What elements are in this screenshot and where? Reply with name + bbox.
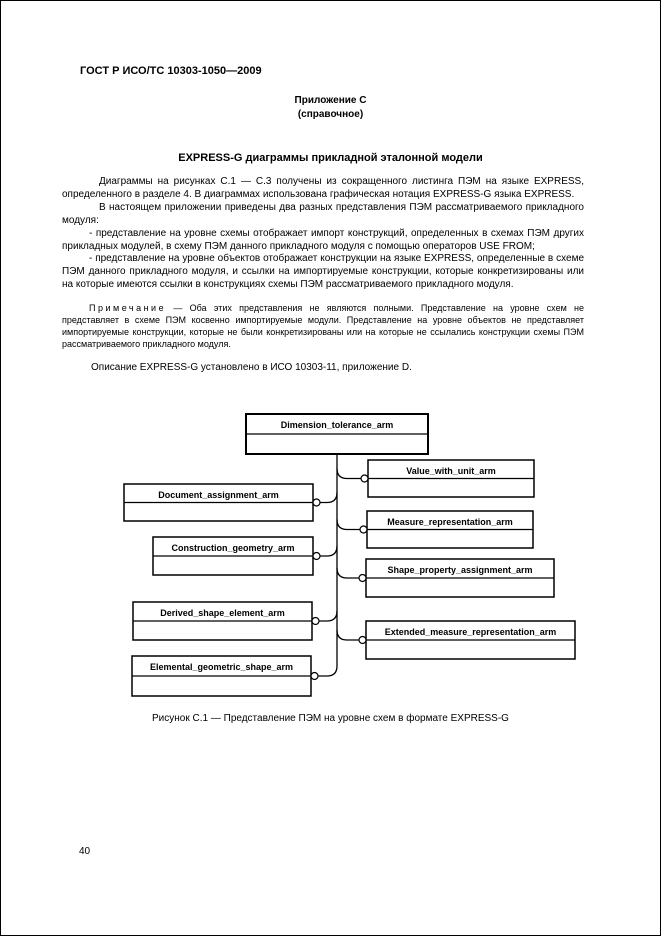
appendix-type-label: (справочное) — [297, 109, 364, 120]
body-text: Диаграммы на рисунках С.1 — С.3 получены… — [62, 176, 584, 375]
diagram-node-label: Document_assignment_arm — [158, 490, 279, 500]
body-paragraph-bullet: - представление на уровне схемы отобража… — [62, 227, 584, 252]
section-title: EXPRESS-G диаграммы прикладной эталонной… — [178, 152, 483, 164]
diagram-node-label: Measure_representation_arm — [387, 517, 513, 527]
body-paragraph-bullet: - представление на уровне объектов отобр… — [62, 253, 584, 291]
body-paragraph: Диаграммы на рисунках С.1 — С.3 получены… — [62, 176, 584, 200]
note-paragraph: Примечание — Оба этих представления не я… — [62, 302, 584, 350]
diagram-node-label: Extended_measure_representation_arm — [385, 627, 557, 637]
diagram-node-label: Dimension_tolerance_arm — [281, 420, 394, 430]
page-number: 40 — [79, 846, 91, 857]
connector-line — [318, 665, 338, 677]
connector-line — [320, 492, 338, 504]
connector-line — [319, 610, 338, 622]
connector-line — [336, 468, 361, 480]
connector-line — [336, 567, 359, 579]
connector-circle — [358, 573, 367, 583]
connector-circle — [312, 498, 321, 507]
diagram-node-label: Derived_shape_element_arm — [160, 608, 285, 618]
body-paragraph: В настоящем приложении приведены два раз… — [62, 201, 584, 226]
connector-line — [320, 545, 338, 557]
connector-circle — [358, 635, 367, 645]
connector-circle — [310, 671, 319, 681]
connector-line — [336, 519, 360, 531]
diagram-node-label: Value_with_unit_arm — [406, 466, 496, 476]
connector-circle — [311, 616, 320, 626]
diagram-node-label: Shape_property_assignment_arm — [387, 565, 532, 575]
express-g-diagram: Dimension_tolerance_armValue_with_unit_a… — [123, 413, 576, 697]
figure-caption: Рисунок С.1 — Представление ПЭМ на уровн… — [152, 713, 509, 724]
appendix-heading: Приложение С (справочное) — [1, 94, 660, 122]
note-label: Примечание — [89, 303, 167, 314]
note-dash: — — [173, 303, 183, 314]
connector-circle — [359, 525, 368, 534]
connector-line — [336, 629, 359, 641]
note-text: Оба этих представления не являются полны… — [62, 303, 584, 350]
standard-number-header: ГОСТ Р ИСО/ТС 10303-1050—2009 — [80, 65, 262, 77]
connector-circle — [312, 551, 321, 561]
closing-paragraph: Описание EXPRESS-G установлено в ИСО 103… — [91, 362, 412, 374]
connector-circle — [360, 474, 369, 483]
diagram-node-label: Elemental_geometric_shape_arm — [150, 662, 293, 672]
diagram-node-label: Construction_geometry_arm — [171, 543, 294, 553]
appendix-label: Приложение С — [294, 95, 367, 106]
